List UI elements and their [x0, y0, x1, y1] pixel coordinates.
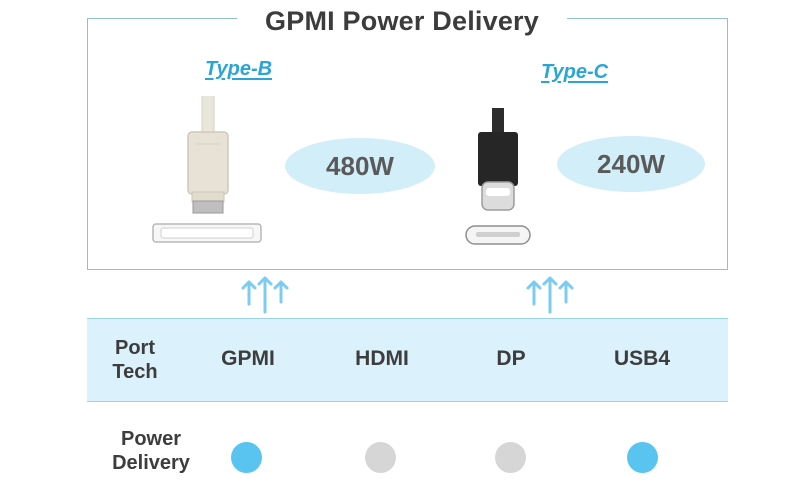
type-b-label: Type-B	[205, 58, 273, 80]
column-dp: DP	[496, 347, 526, 370]
port-tech-label: Port Tech	[98, 336, 172, 384]
column-usb4: USB4	[613, 347, 671, 370]
power-dot-gpmi	[231, 442, 262, 473]
type-b-power-value: 480W	[285, 138, 435, 194]
up-arrows-icon	[241, 276, 289, 314]
column-hdmi: HDMI	[355, 347, 409, 370]
power-delivery-label: Power Delivery	[98, 427, 204, 475]
up-arrows-icon	[526, 276, 574, 314]
port-tech-band	[87, 318, 728, 402]
power-delivery-label-line2: Delivery	[112, 452, 190, 474]
column-gpmi: GPMI	[221, 347, 275, 370]
port-tech-label-line1: Port	[115, 337, 155, 359]
type-b-port-icon	[152, 223, 262, 243]
type-c-port-icon	[465, 225, 531, 245]
type-c-label: Type-C	[541, 61, 609, 83]
type-c-power-value: 240W	[557, 136, 705, 192]
power-dot-hdmi	[365, 442, 396, 473]
type-b-plug-icon	[187, 96, 229, 214]
power-dot-dp	[495, 442, 526, 473]
type-c-plug-icon	[478, 108, 518, 211]
power-dot-usb4	[627, 442, 658, 473]
port-tech-label-line2: Tech	[112, 361, 158, 383]
diagram-title: GPMI Power Delivery	[237, 4, 567, 38]
power-delivery-label-line1: Power	[120, 428, 182, 450]
